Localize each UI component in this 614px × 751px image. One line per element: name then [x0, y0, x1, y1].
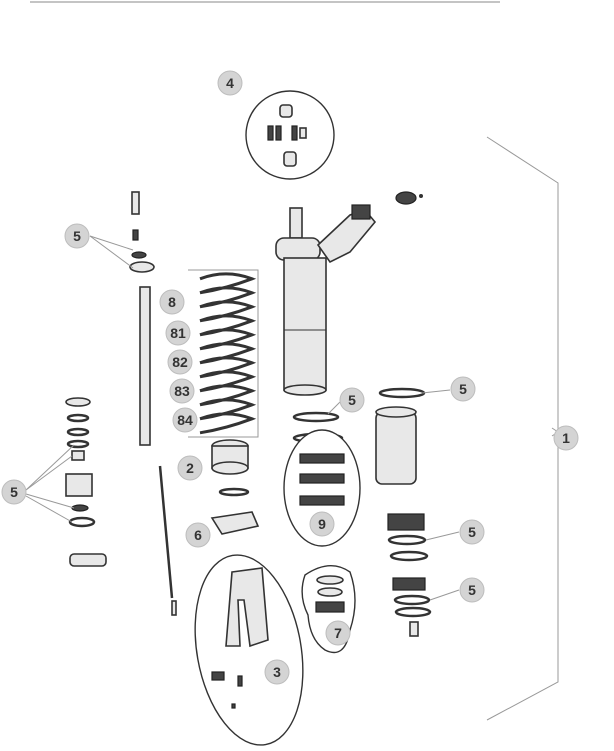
leader-lines: [25, 235, 460, 601]
spring-coil: [199, 272, 257, 435]
svg-text:1: 1: [562, 430, 570, 446]
callout-82: 82: [167, 349, 193, 375]
spring-bracket: [188, 269, 259, 438]
callout-8: 8: [159, 289, 185, 315]
svg-text:82: 82: [172, 354, 188, 370]
svg-text:4: 4: [226, 75, 234, 91]
part-4-detail: [245, 90, 335, 180]
callout-6: 6: [185, 522, 211, 548]
part-3-group: [194, 554, 304, 746]
assembly-1-bracket: [486, 136, 559, 721]
svg-text:5: 5: [10, 484, 18, 500]
callout-84: 84: [172, 407, 198, 433]
svg-text:5: 5: [468, 524, 476, 540]
svg-text:9: 9: [318, 516, 326, 532]
svg-text:84: 84: [177, 412, 193, 428]
coil-spring: [199, 272, 257, 435]
callout-5-top-left: 5: [64, 223, 90, 249]
callout-9: 9: [309, 511, 335, 537]
svg-text:3: 3: [273, 664, 281, 680]
svg-text:5: 5: [73, 228, 81, 244]
callout-7: 7: [325, 620, 351, 646]
left-parts: [65, 397, 107, 567]
callout-1: 1: [553, 425, 579, 451]
callout-3: 3: [264, 659, 290, 685]
callout-4: 4: [217, 70, 243, 96]
callout-5-right-mid: 5: [459, 519, 485, 545]
shaft-assembly: [129, 191, 177, 616]
svg-text:81: 81: [170, 325, 186, 341]
reservoir-parts: [375, 387, 432, 637]
svg-text:6: 6: [194, 527, 202, 543]
damper-body: [275, 191, 423, 396]
callout-5-left: 5: [1, 479, 27, 505]
part-9-group: [283, 429, 361, 547]
svg-text:83: 83: [174, 383, 190, 399]
svg-text:5: 5: [468, 582, 476, 598]
svg-text:5: 5: [459, 381, 467, 397]
svg-text:5: 5: [348, 392, 356, 408]
callout-81: 81: [165, 320, 191, 346]
callout-2: 2: [177, 455, 203, 481]
callout-5-right-top: 5: [450, 376, 476, 402]
svg-text:7: 7: [334, 625, 342, 641]
svg-text:8: 8: [168, 294, 176, 310]
callout-83: 83: [169, 378, 195, 404]
svg-text:2: 2: [186, 460, 194, 476]
callout-5-center: 5: [339, 387, 365, 413]
callout-5-right-low: 5: [459, 577, 485, 603]
